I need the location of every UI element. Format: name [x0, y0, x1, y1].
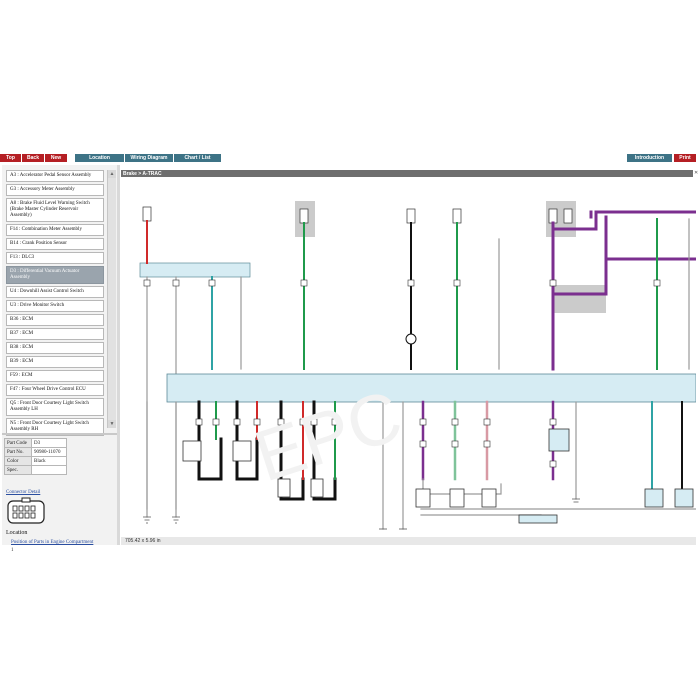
wiring-diagram-canvas[interactable]: EPC — [121, 179, 696, 536]
list-item[interactable]: B14 : Crank Position Sensor — [6, 238, 104, 250]
wiring-diagram: EPC — [139, 201, 696, 530]
connector-icon — [7, 497, 45, 524]
property-key: Part Code — [4, 438, 32, 448]
list-item[interactable]: Q5 : Front Door Courtesy Light Switch As… — [6, 398, 104, 416]
list-item[interactable]: B36 : ECM — [6, 314, 104, 326]
property-value: Black — [31, 456, 67, 466]
junction-block — [554, 285, 606, 313]
top-button[interactable]: Top — [0, 154, 21, 162]
location-number: 1 — [11, 548, 14, 553]
connector-pins — [143, 279, 661, 468]
property-value — [31, 465, 67, 475]
sidebar-divider[interactable] — [2, 433, 117, 435]
list-item[interactable]: A3 : Accelerator Pedal Sensor Assembly — [6, 170, 104, 182]
fuse-symbols — [142, 206, 573, 224]
table-row: Part Code D3 — [4, 438, 67, 448]
list-item[interactable]: U4 : Downhill Assist Control Switch — [6, 286, 104, 298]
list-item[interactable]: B37 : ECM — [6, 328, 104, 340]
list-item[interactable]: U3 : Drive Monitor Switch — [6, 300, 104, 312]
connector-block — [548, 428, 570, 452]
ecm-block — [139, 262, 251, 278]
table-row: Part No. 90980-11070 — [4, 447, 67, 457]
splice-point — [405, 333, 417, 345]
list-item[interactable]: G3 : Accessory Meter Assembly — [6, 184, 104, 196]
switch-block — [415, 488, 431, 508]
table-row: Spec. — [4, 465, 67, 475]
fuse-blocks — [295, 201, 606, 313]
ground-symbols — [143, 498, 580, 530]
chart-list-tab[interactable]: Chart / List — [174, 154, 221, 162]
introduction-button[interactable]: Introduction — [627, 154, 672, 162]
part-properties-table: Part Code D3 Part No. 90980-11070 Color … — [4, 438, 67, 475]
speed-sensor — [182, 440, 202, 462]
toolbar: Top Back New Location Wiring Diagram Cha… — [0, 152, 700, 162]
speed-sensor — [277, 478, 291, 498]
speed-sensor — [232, 440, 252, 462]
diagram-breadcrumb: Brake > A-TRAC — [121, 170, 693, 177]
panel-resize-handle[interactable] — [117, 165, 120, 545]
sensor-blocks — [182, 428, 694, 524]
switch-block — [481, 488, 497, 508]
list-item[interactable]: B38 : ECM — [6, 342, 104, 354]
table-row: Color Black — [4, 456, 67, 466]
wiring-diagram-tab[interactable]: Wiring Diagram — [125, 154, 173, 162]
coordinate-readout: 705.42 x 5.96 in — [121, 537, 696, 545]
connector-detail-link[interactable]: Connector Detail — [6, 490, 41, 495]
location-heading: Location — [6, 530, 28, 536]
property-key: Color — [4, 456, 32, 466]
list-item[interactable]: N5 : Front Door Courtesy Light Switch As… — [6, 418, 104, 436]
back-button[interactable]: Back — [22, 154, 44, 162]
location-link[interactable]: Position of Parts in Engine Compartment — [11, 540, 94, 545]
new-button[interactable]: New — [45, 154, 67, 162]
upper-wires — [146, 210, 696, 510]
list-item[interactable]: B39 : ECM — [6, 356, 104, 368]
list-item[interactable]: A8 : Brake Fluid Level Warning Switch (B… — [6, 198, 104, 222]
list-item[interactable]: F47 : Four Wheel Drive Control ECU — [6, 384, 104, 396]
parts-list-scrollbar[interactable]: ▲ ▼ — [107, 170, 116, 428]
property-value: D3 — [31, 438, 67, 448]
scroll-up-icon[interactable]: ▲ — [108, 170, 116, 178]
print-button[interactable]: Print — [674, 154, 696, 162]
scroll-down-icon[interactable]: ▼ — [108, 420, 116, 428]
switch-block — [449, 488, 465, 508]
junction-connector — [518, 514, 558, 524]
location-tab[interactable]: Location — [75, 154, 124, 162]
speed-sensor — [310, 478, 324, 498]
sensor-block — [644, 488, 664, 508]
property-key: Spec. — [4, 465, 32, 475]
skid-control-ecu-block — [166, 373, 696, 403]
list-item[interactable]: F59 : ECM — [6, 370, 104, 382]
app-window: Top Back New Location Wiring Diagram Cha… — [0, 152, 700, 553]
property-value: 90980-11070 — [31, 447, 67, 457]
list-item[interactable]: F14 : Combination Meter Assembly — [6, 224, 104, 236]
sensor-block — [674, 488, 694, 508]
close-icon[interactable]: ✕ — [694, 171, 699, 176]
property-key: Part No. — [4, 447, 32, 457]
list-item[interactable]: F13 : DLC3 — [6, 252, 104, 264]
list-item[interactable]: D3 : Differential Vacuum Actuator Assemb… — [6, 266, 104, 284]
